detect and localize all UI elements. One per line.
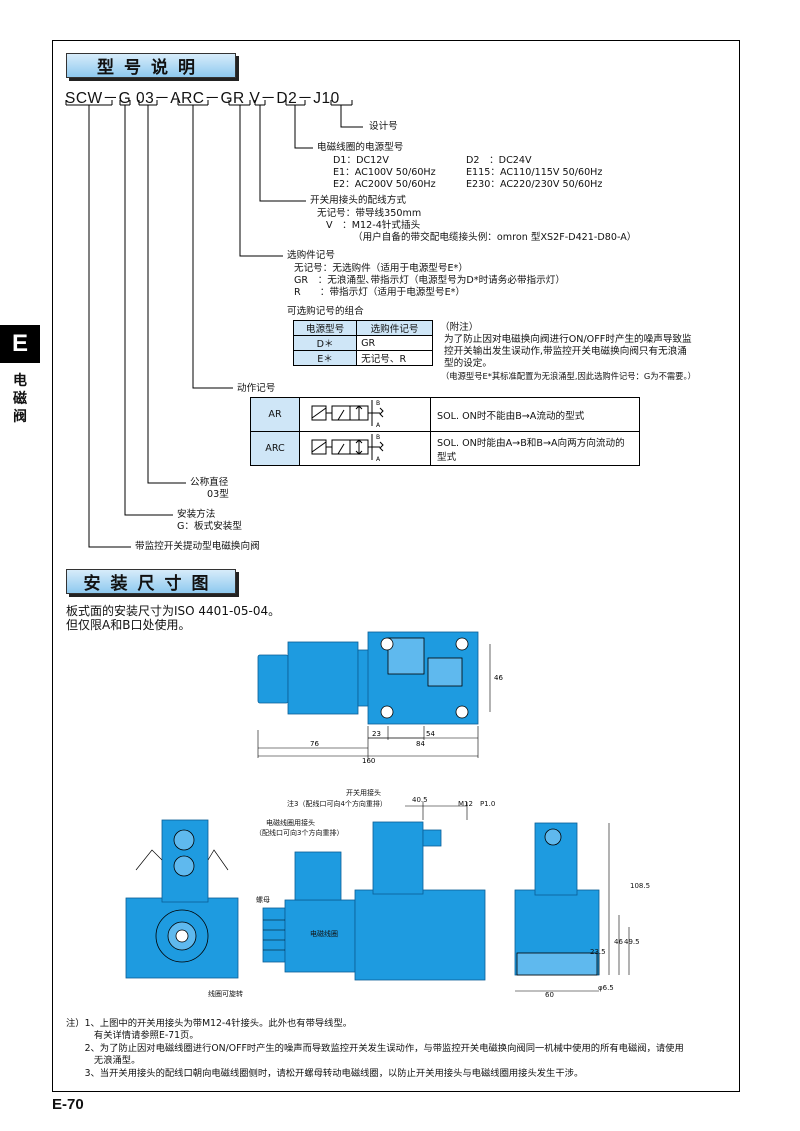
note-line: 注）1、上图中的开关用接头为带M12-4针接头。此外也有带导线型。 [66, 1018, 353, 1029]
coil-e115: E115：AC110/115V 50/60Hz [466, 167, 603, 178]
dim-160: 160 [362, 757, 375, 765]
combo-note-line: 为了防止因对电磁换向阀进行ON/OFF时产生的噪声导致监 [444, 334, 692, 345]
coil-d2: D2 ：DC24V [466, 155, 532, 166]
option-title: 选购件记号 [287, 250, 335, 261]
type-description: 带监控开关提动型电磁换向阀 [135, 541, 260, 552]
dim-46: 46 [494, 674, 503, 682]
label-coil-connector: 电磁线圈用接头 [266, 819, 315, 827]
dim-23: 23 [372, 730, 381, 738]
combo-note-line: 控开关输出发生误动作,带监控开关电磁换向阀只有无浪涌 [444, 346, 687, 357]
dim-108-5: 108.5 [630, 882, 651, 890]
combo-cell: 无记号、R [356, 350, 433, 366]
valve-symbol: B A [299, 431, 431, 466]
section-title-model: 型号说明 [66, 53, 236, 78]
wiring-none: 无记号：带导线350mm [317, 208, 422, 219]
label-coil-rotatable: 线圈可旋转 [208, 990, 243, 998]
dim-23-5: 23.5 [590, 948, 606, 956]
combo-title: 可选购记号的组合 [287, 306, 364, 317]
page-frame [52, 40, 740, 1092]
action-desc: SOL. ON时能由A→B和B→A向两方向流动的型式 [430, 431, 640, 466]
wiring-v-note: （用户自备的带交配电缆接头例：omron 型XS2F-D421-D80-A） [353, 232, 637, 243]
notes-block: 注）1、上图中的开关用接头为带M12-4针接头。此外也有带导线型。 有关详情请参… [66, 1018, 684, 1080]
note-line: 无浪涌型。 [66, 1055, 141, 1067]
combo-header: 电源型号 [292, 320, 358, 336]
valve-symbol-arc-icon: B A [311, 434, 384, 463]
mount-intro: 但仅限A和B口处使用。 [66, 618, 191, 632]
section-title-install: 安装尺寸图 [66, 569, 236, 594]
coil-e230: E230：AC220/230V 50/60Hz [466, 179, 603, 190]
note-line: 2、为了防止因对电磁线圈进行ON/OFF时产生的噪声而导致监控开关发生误动作，与… [66, 1042, 684, 1054]
front-view-drawing [125, 819, 239, 979]
right-view-drawing [514, 822, 630, 992]
wiring-v: V ：M12-4针式插头 [326, 220, 421, 231]
mount-value: G：板式安装型 [177, 521, 242, 532]
action-code: AR [250, 397, 300, 432]
note-line: 3、当开关用接头的配线口朝向电磁线圈侧时，请松开螺母转动电磁线圈，以防止开关用接… [66, 1067, 584, 1079]
side-tab-label: 电磁阀 [13, 373, 27, 425]
dim-40-5: 40.5 [412, 796, 428, 804]
model-code: SCW－G 03－ARC－GR V－D2－J10 [65, 90, 340, 107]
mount-title: 安装方法 [177, 509, 216, 520]
dim-60: 60 [545, 991, 554, 999]
top-view-drawing: 76 23 54 84 160 46 [257, 631, 503, 765]
action-title: 动作记号 [237, 383, 276, 394]
label-m12: M12 P1.0 [458, 800, 496, 808]
action-desc: SOL. ON时不能由B→A流动的型式 [430, 397, 640, 432]
label-coil: 电磁线圈 [310, 930, 338, 938]
combo-cell: E＊ [292, 350, 358, 366]
coil-e1: E1：AC100V 50/60Hz [333, 167, 436, 178]
side-tab-letter: E [0, 325, 40, 363]
combo-cell: GR [356, 335, 433, 351]
design-number-label: 设计号 [369, 121, 398, 132]
option-r: R ：带指示灯（适用于电源型号E*） [294, 287, 466, 298]
dim-84: 84 [416, 740, 425, 748]
page-number: E-70 [52, 1096, 84, 1113]
side-view-drawing [262, 802, 486, 981]
coil-title: 电磁线圈的电源型号 [317, 142, 404, 153]
valve-symbol: B A [299, 397, 431, 432]
combo-header: 选购件记号 [356, 320, 433, 336]
coil-d1: D1：DC12V [333, 155, 389, 166]
size-title: 公称直径 [190, 477, 229, 488]
combo-table: 电源型号选购件记号 D＊GR E＊无记号、R [292, 320, 433, 366]
svg-text:B: B [376, 434, 380, 441]
option-none: 无记号：无选购件（适用于电源型号E*） [294, 263, 468, 274]
combo-note-line: （电源型号E*其标准配置为无浪涌型,因此选购件记号：G为不需要。） [441, 371, 696, 381]
coil-e2: E2：AC200V 50/60Hz [333, 179, 436, 190]
label-nut: 螺母 [256, 896, 270, 904]
option-gr: GR ：无浪涌型､带指示灯（电源型号为D*时请务必带指示灯） [294, 275, 565, 286]
combo-note-title: （附注） [440, 322, 479, 333]
dim-49-5: 49.5 [624, 938, 640, 946]
label-note3: 注3（配线口可向4个方向重排） [287, 800, 387, 808]
svg-text:B: B [376, 400, 380, 407]
dim-76: 76 [310, 740, 319, 748]
svg-text:A: A [376, 456, 381, 462]
svg-text:A: A [376, 422, 381, 428]
valve-symbol-ar-icon: B A [311, 400, 384, 429]
mount-intro: 板式面的安装尺寸为ISO 4401-05-04。 [66, 604, 281, 618]
label-coil-connector-note: （配线口可向3个方向重排） [255, 829, 344, 837]
label-switch-connector: 开关用接头 [346, 789, 381, 797]
leader-lines [65, 100, 363, 548]
combo-note-line: 型的设定。 [444, 358, 492, 369]
dim-phi6-5: φ6.5 [598, 984, 614, 992]
action-code: ARC [250, 431, 300, 466]
combo-cell: D＊ [292, 335, 358, 351]
action-table: AR B A SOL. ON时不能由B→A流动的型式 ARC [250, 397, 640, 466]
dim-54: 54 [426, 730, 435, 738]
wiring-title: 开关用接头的配线方式 [310, 195, 406, 206]
dim-46b: 46 [614, 938, 623, 946]
note-line: 有关详情请参照E-71页。 [66, 1030, 199, 1042]
size-value: 03型 [207, 489, 229, 500]
